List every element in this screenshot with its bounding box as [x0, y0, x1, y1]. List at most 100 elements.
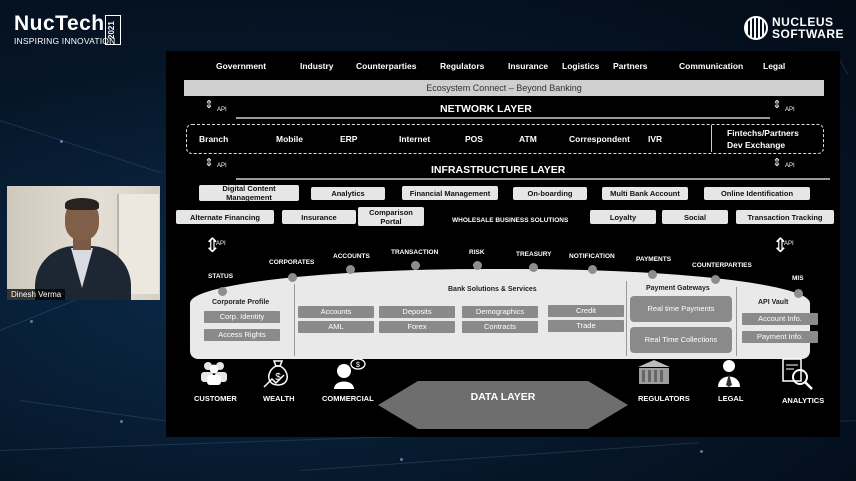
category-legal: Legal [763, 61, 786, 71]
participant-name: Dinesh Verma [7, 289, 66, 300]
network-dot [120, 420, 123, 423]
analytics-icon [782, 358, 813, 390]
channel-pos: POS [465, 134, 483, 144]
section-separator [736, 287, 737, 356]
channel-branch: Branch [199, 134, 229, 144]
infrastructure-layer-title: INFRASTRUCTURE LAYER [431, 164, 566, 176]
node-accounts [346, 265, 355, 274]
customer-label: CUSTOMER [194, 394, 237, 403]
service-multi-bank-account: Multi Bank Account [602, 187, 688, 200]
participant-video-tile[interactable]: Dinesh Verma [7, 186, 160, 300]
category-regulators: Regulators [440, 61, 485, 71]
service-online-identification: Online Identification [704, 187, 810, 200]
category-partners: Partners [613, 61, 648, 71]
nuctech-logo: NucTech 2021 INSPIRING INNOVATION [14, 12, 121, 46]
category-communication: Communication [679, 61, 744, 71]
ecosystem-bar: Ecosystem Connect – Beyond Banking [184, 80, 824, 96]
category-government: Government [216, 61, 267, 71]
channel-separator [711, 125, 712, 152]
api-label: API [216, 241, 226, 247]
category-logistics: Logistics [562, 61, 600, 71]
network-line [299, 442, 700, 471]
section-separator [294, 284, 295, 356]
api-vault-title: API Vault [758, 299, 789, 306]
node-notification [588, 265, 597, 274]
network-dot [60, 140, 63, 143]
api-arrow-icon: ⇕ [772, 157, 782, 169]
node-treasury [529, 263, 538, 272]
bank-aml: AML [298, 321, 374, 333]
participant-hair [65, 198, 99, 210]
nucleus-wordmark: NUCLEUS SOFTWARE [772, 16, 844, 40]
api-arrow-icon: ⇕ [204, 235, 221, 257]
data-layer-label: DATA LAYER [470, 391, 536, 403]
data-layer-shape [378, 381, 628, 429]
api-label: API [785, 107, 795, 113]
bank-forex: Forex [379, 321, 455, 333]
node-transaction [411, 261, 420, 270]
commercial-label: COMMERCIAL [322, 394, 374, 403]
network-line [19, 400, 169, 422]
channel-atm: ATM [519, 134, 537, 144]
wealth-label: WEALTH [263, 394, 295, 403]
node-label-transaction: TRANSACTION [391, 249, 439, 256]
category-industry: Industry [300, 61, 334, 71]
bank-credit: Credit [548, 305, 624, 317]
service-comparison-portal: Comparison Portal [358, 207, 424, 226]
payment-info: Payment Info. [742, 331, 818, 343]
api-arrow-icon: ⇕ [204, 157, 214, 169]
svg-text:$: $ [275, 372, 281, 383]
channel-ivr: IVR [648, 134, 663, 144]
bank-deposits: Deposits [379, 306, 455, 318]
fintechs-partners: Fintechs/Partners [727, 128, 799, 138]
network-line [0, 120, 162, 174]
presentation-slide: Government Industry Counterparties Regul… [166, 51, 840, 437]
service-onboarding: On-boarding [513, 187, 587, 200]
bank-contracts: Contracts [462, 321, 538, 333]
customer-icon [201, 362, 227, 385]
node-label-treasury: TREASURY [516, 251, 552, 258]
channel-erp: ERP [340, 134, 358, 144]
bank-demographics: Demographics [462, 306, 538, 318]
service-transaction-tracking: Transaction Tracking [736, 210, 834, 224]
service-analytics: Analytics [311, 187, 385, 200]
dev-exchange: Dev Exchange [727, 140, 786, 150]
svg-text:$: $ [356, 362, 360, 369]
channels-box [186, 124, 824, 154]
category-insurance: Insurance [508, 61, 549, 71]
node-label-counterparties: COUNTERPARTIES [692, 262, 752, 269]
regulators-label: REGULATORS [638, 394, 690, 403]
legal-icon [718, 360, 740, 387]
network-dot [700, 450, 703, 453]
service-insurance: Insurance [282, 210, 356, 224]
nuctech-brand: NucTech [14, 12, 105, 35]
api-arrow-icon: ⇕ [204, 99, 214, 111]
api-arrow-icon: ⇕ [772, 99, 782, 111]
section-separator [626, 281, 627, 356]
node-status [218, 287, 227, 296]
network-layer-title: NETWORK LAYER [440, 103, 532, 115]
commercial-icon: $ [334, 358, 366, 389]
node-label-status: STATUS [208, 273, 234, 280]
node-mis [794, 289, 803, 298]
channel-internet: Internet [399, 134, 431, 144]
nuctech-year: 2021 [105, 15, 121, 45]
node-payments [648, 270, 657, 279]
service-alternate-financing: Alternate Financing [176, 210, 274, 224]
legal-label: LEGAL [718, 394, 744, 403]
corporate-profile-title: Corporate Profile [212, 299, 270, 306]
node-risk [473, 261, 482, 270]
service-loyalty: Loyalty [590, 210, 656, 224]
nucleus-mark-icon [744, 16, 768, 40]
api-label: API [785, 163, 795, 169]
divider [236, 117, 770, 119]
bank-accounts: Accounts [298, 306, 374, 318]
bank-solutions-title: Bank Solutions & Services [448, 286, 537, 293]
nucleus-line2: SOFTWARE [772, 27, 844, 41]
node-corporates [288, 273, 297, 282]
node-label-notification: NOTIFICATION [569, 253, 615, 260]
channel-correspondent: Correspondent [569, 134, 630, 144]
divider [236, 178, 830, 180]
bank-trade: Trade [548, 320, 624, 332]
node-label-risk: RISK [469, 249, 485, 256]
